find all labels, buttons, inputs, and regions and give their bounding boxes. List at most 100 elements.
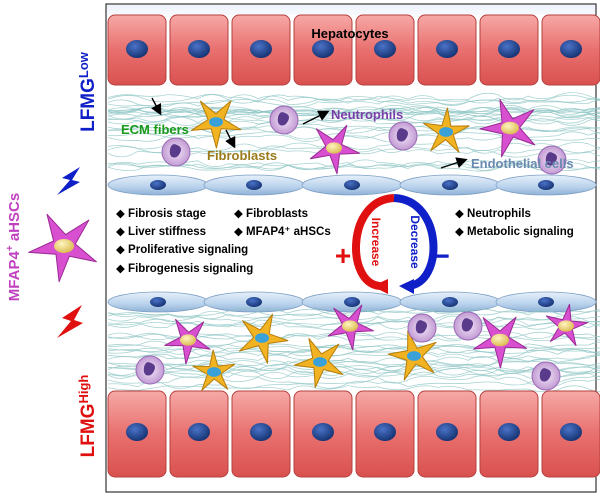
fibroblast-nucleus — [255, 333, 269, 343]
ecm-fiber — [107, 105, 600, 115]
hepatocyte-nucleus — [126, 40, 148, 58]
ecm-fiber — [107, 349, 600, 358]
fibroblast-nucleus — [313, 357, 327, 367]
increase-decrease-arrows: Increase Decrease + − — [335, 194, 450, 294]
fibroblast-nucleus — [207, 367, 221, 377]
hepatocyte-nucleus — [498, 40, 520, 58]
plus-sign: + — [335, 240, 351, 271]
ahsc-nucleus — [501, 121, 519, 135]
decrease-arc — [393, 194, 438, 290]
decrease-label: Decrease — [408, 215, 422, 269]
neutrophil-nucleus — [415, 320, 427, 334]
ecm-fiber — [107, 308, 600, 318]
endothelial-nucleus — [538, 297, 554, 307]
ecm-fiber — [107, 375, 600, 385]
endothelial-nucleus — [344, 180, 360, 190]
ecm-fiber — [107, 379, 600, 389]
ecm-fiber — [107, 369, 600, 379]
increase-arc — [352, 194, 395, 290]
decrease-list: ◆ Neutrophils ◆ Metabolic signaling — [455, 208, 574, 238]
endothelial-cells-label: Endothelial cells — [471, 156, 574, 171]
neutrophil-nucleus — [539, 368, 551, 382]
hepatocyte-nucleus — [436, 40, 458, 58]
increase-arrowhead — [372, 279, 388, 294]
hepatocyte-nucleus — [374, 40, 396, 58]
minus-sign: − — [432, 240, 450, 273]
list-item: ◆ Neutrophils — [455, 208, 531, 220]
ecm-fiber — [107, 161, 600, 170]
ecm-fiber — [107, 385, 600, 393]
neutrophil-nucleus — [396, 128, 408, 142]
endothelial-arrow — [440, 157, 468, 169]
hepatocyte-nucleus — [436, 423, 458, 441]
mfap4-ahsc-cell — [28, 213, 97, 283]
ecm-fiber — [107, 162, 600, 172]
ecm-fiber — [107, 367, 600, 376]
hepatocytes-label: Hepatocytes — [311, 26, 388, 41]
mfap4-ahscs-label: MFAP4+ aHSCs — [5, 193, 23, 301]
hepatocyte-nucleus — [312, 40, 334, 58]
lfmg-low-label: LFMGLow — [76, 51, 99, 132]
ecm-fiber — [107, 344, 600, 354]
ahsc-nucleus — [326, 142, 342, 154]
list-item: ◆ Fibroblasts — [234, 208, 308, 220]
neutrophils-label: Neutrophils — [331, 107, 403, 122]
ecm-fiber — [107, 110, 600, 121]
ahsc-nucleus — [491, 333, 509, 347]
hepatocyte-row-bottom — [107, 390, 600, 478]
list-item: ◆ MFAP4⁺ aHSCs — [234, 226, 331, 238]
endothelial-nucleus — [442, 297, 458, 307]
ecm-fiber — [107, 159, 600, 168]
ahsc-nucleus — [342, 320, 358, 332]
list-item: ◆ Fibrosis stage — [116, 208, 206, 220]
ecm-fiber — [107, 318, 600, 327]
hepatocyte-nucleus — [250, 40, 272, 58]
ahsc-nucleus — [558, 320, 574, 332]
increase-list: ◆ Fibrosis stage ◆ Liver stiffness ◆ Pro… — [116, 208, 253, 275]
hepatocyte-nucleus — [126, 423, 148, 441]
ecm-fibers-bottom — [107, 307, 600, 393]
increase-label: Increase — [369, 218, 383, 267]
hepatocyte-nucleus — [250, 423, 272, 441]
neutrophil-nucleus — [461, 318, 473, 332]
ecm-fiber — [107, 92, 600, 102]
ecm-fiber — [107, 358, 600, 367]
cells-top — [161, 99, 567, 175]
lfmg-high-label: LFMGHigh — [76, 375, 99, 458]
hepatocyte-nucleus — [560, 40, 582, 58]
ahsc-nucleus — [180, 334, 196, 346]
list-item: ◆ Fibrogenesis signaling — [116, 263, 253, 275]
ecm-fiber — [107, 320, 600, 329]
list-item: ◆ Proliferative signaling — [116, 244, 248, 256]
ecm-fibers-label: ECM fibers — [121, 122, 189, 137]
hepatocyte-nucleus — [374, 423, 396, 441]
list-item: ◆ Liver stiffness — [116, 226, 206, 238]
ecm-fiber — [107, 114, 600, 123]
lightning-high-icon — [57, 305, 83, 338]
ecm-fiber — [107, 370, 600, 381]
endothelial-row-top — [107, 174, 597, 196]
endothelial-nucleus — [538, 180, 554, 190]
ecm-fiber — [107, 98, 600, 108]
hepatocyte-nucleus — [312, 423, 334, 441]
hepatocyte-nucleus — [188, 40, 210, 58]
fibroblast-nucleus — [209, 117, 223, 127]
hepatocyte-nucleus — [188, 423, 210, 441]
neutrophil-nucleus — [169, 144, 181, 158]
endothelial-nucleus — [150, 180, 166, 190]
ecm-fiber — [107, 131, 600, 140]
ecm-fiber — [107, 116, 600, 125]
ecm-fiber — [107, 142, 600, 152]
neutrophil-arrow — [302, 110, 330, 125]
ecm-fiber — [107, 148, 600, 158]
ecm-fiber — [107, 97, 600, 107]
ecm-fiber — [107, 145, 600, 156]
neutrophil-nucleus — [277, 112, 289, 126]
hepatocyte-nucleus — [498, 423, 520, 441]
endothelial-nucleus — [344, 297, 360, 307]
hepatocyte-row-top — [107, 14, 600, 86]
fibroblasts-label: Fibroblasts — [207, 148, 277, 163]
endothelial-nucleus — [246, 180, 262, 190]
neutrophil-nucleus — [143, 362, 155, 376]
ecm-arrow — [151, 97, 162, 116]
